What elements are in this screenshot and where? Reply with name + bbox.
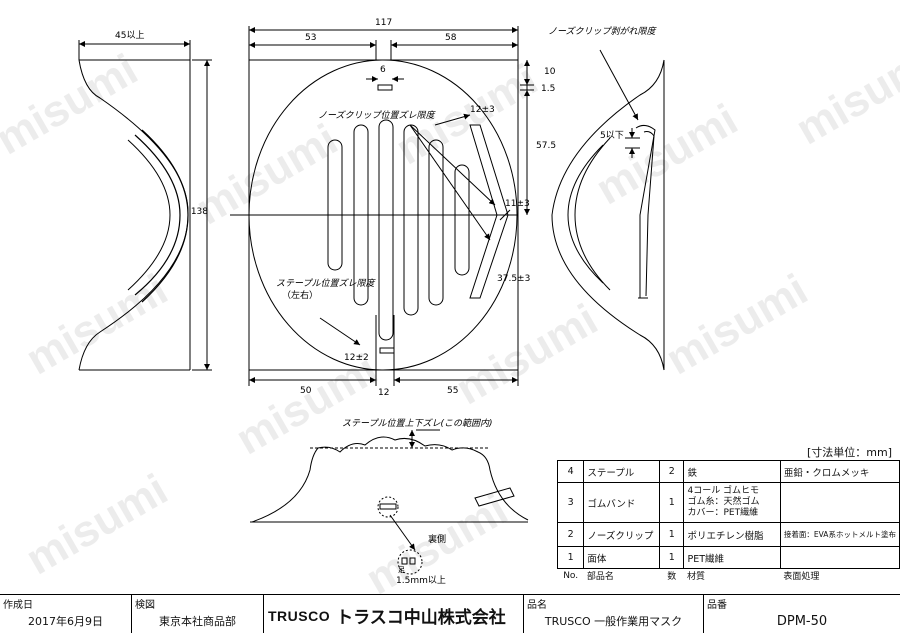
company-cell: TRUSCO トラスコ中山株式会社 — [264, 595, 524, 633]
dim-right-half: 58 — [445, 33, 457, 43]
bottom-section-view — [250, 429, 529, 575]
table-row: 3 ゴムバンド 1 4コール ゴムヒモ ゴム糸：天然ゴム カバー：PET繊維 — [556, 482, 900, 523]
table-row: 2 ノーズクリップ 1 ポリエチレン樹脂 接着面：EVA系ホットメルト塗布 — [556, 522, 900, 547]
dim-tol-11: 11±3 — [505, 199, 530, 209]
dim-min-1-5: 1.5mm以上 — [396, 575, 446, 586]
note-staple-vertical: ステープル位置上下ズレ(この範囲内) — [342, 418, 492, 429]
dim-total-width: 117 — [375, 18, 392, 28]
created-cell: 作成日 2017年6月9日 — [0, 595, 132, 633]
dim-height-138: 138 — [191, 207, 208, 217]
note-staple-shift: ステープル位置ズレ限度 — [276, 278, 376, 289]
table-row: 1 面体 1 PET繊維 — [556, 546, 900, 569]
dim-bottom-50: 50 — [300, 386, 312, 396]
dim-tol-37-5: 37.5±3 — [497, 274, 530, 284]
dim-bottom-55: 55 — [447, 386, 458, 396]
dim-tol-12-top: 12±3 — [470, 105, 495, 115]
dim-tol-12-bottom: 12±2 — [344, 353, 369, 363]
parts-table: 4 ステープル 2 鉄 亜鉛・クロムメッキ 3 ゴムバンド 1 4コール ゴムヒ… — [556, 460, 900, 582]
unit-label: [寸法単位：mm] — [806, 446, 892, 459]
dim-bottom-12: 12 — [378, 388, 389, 398]
table-header: No. 部品名 数 材質 表面処理 — [557, 568, 900, 582]
part-no-cell: 品番 DPM-50 — [707, 600, 828, 629]
dim-side-width: 45以上 — [115, 30, 144, 41]
dim-top-1-5: 1.5 — [541, 84, 555, 94]
left-side-view — [78, 40, 212, 371]
company-logo: TRUSCO トラスコ中山株式会社 — [268, 607, 506, 629]
note-staple-shift-lr: （左右） — [282, 289, 318, 301]
table-row: 4 ステープル 2 鉄 亜鉛・クロムメッキ — [556, 460, 900, 483]
dim-left-half: 53 — [305, 33, 316, 43]
note-leg: 足 — [398, 566, 405, 574]
product-cell: 品名 TRUSCO 一般作業用マスク — [524, 595, 704, 633]
note-nose-clip-peel: ノーズクリップ剥がれ限度 — [548, 26, 658, 37]
dim-height-57-5: 57.5 — [536, 141, 556, 151]
check-cell: 検図 東京本社商品部 — [132, 595, 264, 633]
note-nose-clip-shift: ノーズクリップ位置ズレ限度 — [318, 110, 437, 121]
dim-slot-width: 6 — [380, 65, 386, 75]
note-back-side: 裏側 — [428, 533, 446, 545]
dim-side-5: 5以下 — [600, 131, 624, 141]
front-view — [230, 26, 534, 386]
dim-top-10: 10 — [544, 67, 556, 77]
right-side-view — [551, 49, 665, 371]
title-block: 作成日 2017年6月9日 検図 東京本社商品部 TRUSCO トラスコ中山株式… — [0, 594, 900, 633]
